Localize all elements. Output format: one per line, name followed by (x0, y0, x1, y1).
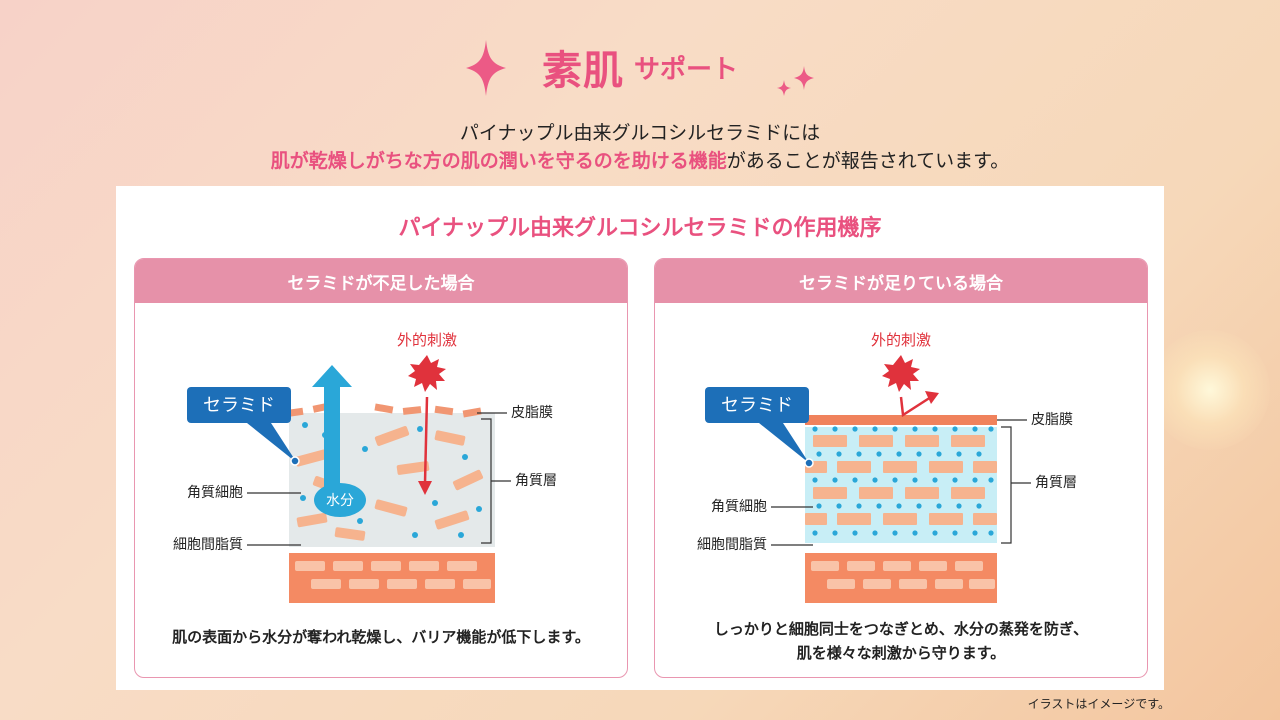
ceramide-dot (290, 456, 300, 466)
page-header: 素肌 サポート (0, 38, 1280, 96)
panel-caption: しっかりと細胞同士をつなぎとめ、水分の蒸発を防ぎ、 肌を様々な刺激から守ります。 (655, 617, 1147, 665)
caption-line-1: しっかりと細胞同士をつなぎとめ、水分の蒸発を防ぎ、 (713, 620, 1089, 638)
page-title: 素肌 サポート (542, 38, 738, 96)
ceramide-label: セラミド (721, 395, 793, 416)
corneocyte-label: 角質細胞 (711, 499, 767, 515)
sparkle-icon (466, 40, 506, 96)
intro-rest: があることが報告されています。 (726, 150, 1010, 172)
ceramide-pointer (247, 423, 297, 463)
skin-diagram-sufficient: 外的刺激 セラミド 皮脂膜 角質層 角質細胞 細胞間脂質 (697, 331, 1077, 603)
lipid-label: 細胞間脂質 (173, 537, 243, 553)
panel-caption: 肌の表面から水分が奪われ乾燥し、バリア機能が低下します。 (135, 625, 627, 649)
intro-highlight: 肌が乾燥しがちな方の肌の潤いを守るのを助ける機能 (270, 150, 727, 172)
stimulus-deflect-line (899, 395, 932, 418)
panel-heading: セラミドが不足した場合 (135, 259, 627, 303)
title-main: 素肌 (541, 48, 624, 94)
epidermis-bricks (811, 561, 995, 589)
epidermis-layer (805, 553, 997, 603)
water-label: 水分 (326, 493, 354, 509)
stratum-label: 角質層 (515, 473, 557, 489)
stimulus-label: 外的刺激 (397, 331, 457, 349)
ceramide-dot (804, 458, 814, 468)
epidermis-layer (289, 553, 495, 603)
sparkle-small-icon (777, 66, 814, 96)
ceramide-pointer (759, 423, 809, 463)
skin-diagram-deficient: 水分 外的刺激 セラミド 皮脂膜 角質層 角質細胞 細胞間脂質 (173, 331, 557, 603)
corneocytes-ordered (805, 435, 997, 525)
panel-deficient: セラミドが不足した場合 (134, 258, 628, 678)
ceramide-callout (187, 387, 291, 423)
title-sub: サポート (633, 54, 738, 85)
mechanism-card: パイナップル由来グルコシルセラミドの作用機序 セラミドが不足した場合 (116, 186, 1164, 690)
stimulus-burst-icon (408, 355, 446, 392)
epidermis-bricks (295, 561, 491, 589)
stimulus-arrow-line (423, 396, 429, 484)
lipid-dots-dense (812, 426, 994, 536)
caption-line: 肌の表面から水分が奪われ乾燥し、バリア機能が低下します。 (172, 628, 590, 646)
stimulus-label: 外的刺激 (871, 331, 931, 349)
ceramide-callout (705, 387, 809, 423)
stimulus-arrow-head (418, 481, 432, 495)
stratum-label: 角質層 (1035, 475, 1077, 491)
footnote: イラストはイメージです。 (1027, 697, 1170, 711)
stimulus-burst-icon (882, 355, 920, 392)
lipid-label: 細胞間脂質 (697, 537, 767, 553)
corneocyte-label: 角質細胞 (187, 485, 243, 501)
card-title: パイナップル由来グルコシルセラミドの作用機序 (398, 216, 882, 241)
ceramide-label: セラミド (203, 395, 275, 416)
water-bubble (314, 483, 366, 517)
background-glow (1150, 330, 1270, 450)
water-arrow (312, 365, 352, 499)
sebum-film (805, 415, 997, 425)
stimulus-deflect-head (925, 391, 939, 404)
panel-sufficient: セラミドが足りている場合 外的刺激 (654, 258, 1148, 678)
sebum-label: 皮脂膜 (511, 405, 553, 421)
sebum-label: 皮脂膜 (1031, 412, 1073, 428)
caption-line-2: 肌を様々な刺激から守ります。 (796, 644, 1006, 662)
panel-heading: セラミドが足りている場合 (655, 259, 1147, 303)
intro-line-2: 肌が乾燥しがちな方の肌の潤いを守るのを助ける機能があることが報告されています。 (0, 146, 1280, 173)
intro-line-1: パイナップル由来グルコシルセラミドには (459, 122, 821, 144)
